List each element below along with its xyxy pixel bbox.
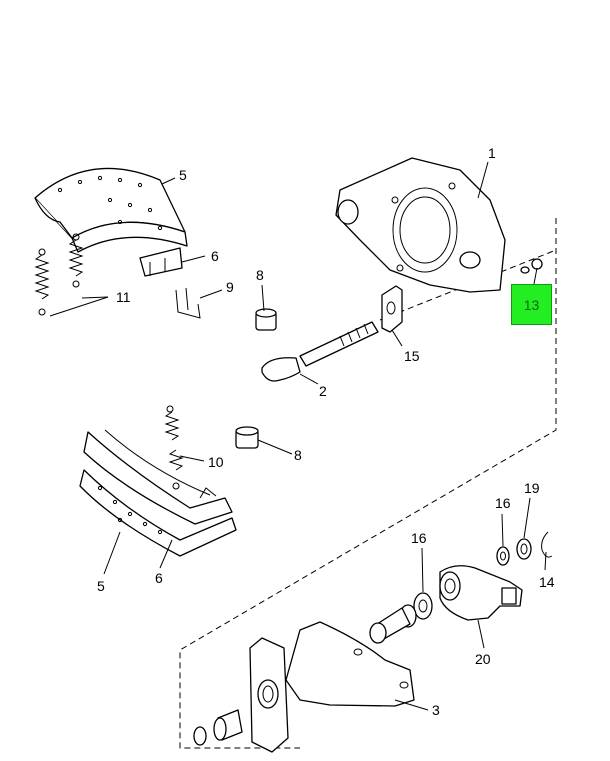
camshaft[interactable] [261, 321, 379, 382]
camshaft-bushing-lower[interactable] [193, 709, 243, 746]
callout-19[interactable]: 19 [524, 480, 540, 496]
return-springs[interactable] [34, 233, 84, 316]
callout-1[interactable]: 1 [488, 145, 496, 161]
brake-shoe-lower[interactable] [79, 429, 237, 557]
callout-3[interactable]: 3 [432, 702, 440, 718]
brake-shoe-lining-upper[interactable] [34, 167, 188, 253]
callout-16-right[interactable]: 16 [495, 495, 511, 511]
assembly-guide-line [179, 218, 557, 749]
callout-10[interactable]: 10 [208, 454, 224, 470]
camshaft-bushing-upper[interactable] [369, 604, 417, 644]
callout-11[interactable]: 11 [116, 289, 131, 305]
callout-14[interactable]: 14 [539, 574, 555, 590]
callout-20[interactable]: 20 [475, 651, 491, 667]
leader-lines [49, 161, 547, 711]
spider-plate[interactable] [335, 157, 506, 293]
camshaft-bracket[interactable] [249, 621, 415, 753]
callout-6-upper[interactable]: 6 [211, 248, 219, 264]
callout-8-lower[interactable]: 8 [294, 447, 302, 463]
highlighted-callout-label: 13 [523, 296, 540, 313]
callout-16-left[interactable]: 16 [411, 530, 427, 546]
washer-19[interactable] [516, 538, 532, 560]
snap-ring-14[interactable] [541, 531, 553, 558]
callout-9[interactable]: 9 [226, 279, 234, 295]
brake-shoe-web-upper[interactable] [139, 247, 183, 277]
callout-15[interactable]: 15 [404, 348, 420, 364]
callout-5-lower[interactable]: 5 [97, 578, 105, 594]
anchor-bushing-upper[interactable] [255, 308, 277, 331]
retracting-spring[interactable] [164, 405, 184, 490]
callout-5-upper[interactable]: 5 [179, 167, 187, 183]
highlighted-callout-13[interactable]: 13 [511, 284, 552, 325]
callout-2[interactable]: 2 [319, 383, 327, 399]
bolt-13[interactable] [520, 258, 543, 274]
callout-8-upper[interactable]: 8 [256, 267, 264, 283]
callout-6-lower[interactable]: 6 [155, 570, 163, 586]
washer-16-left[interactable] [413, 592, 433, 620]
camshaft-seal[interactable] [381, 285, 403, 333]
anchor-pin-clip[interactable] [175, 287, 201, 319]
washer-16-right[interactable] [496, 546, 510, 566]
slack-adjuster[interactable] [439, 565, 523, 621]
anchor-bushing-lower[interactable] [235, 426, 259, 449]
